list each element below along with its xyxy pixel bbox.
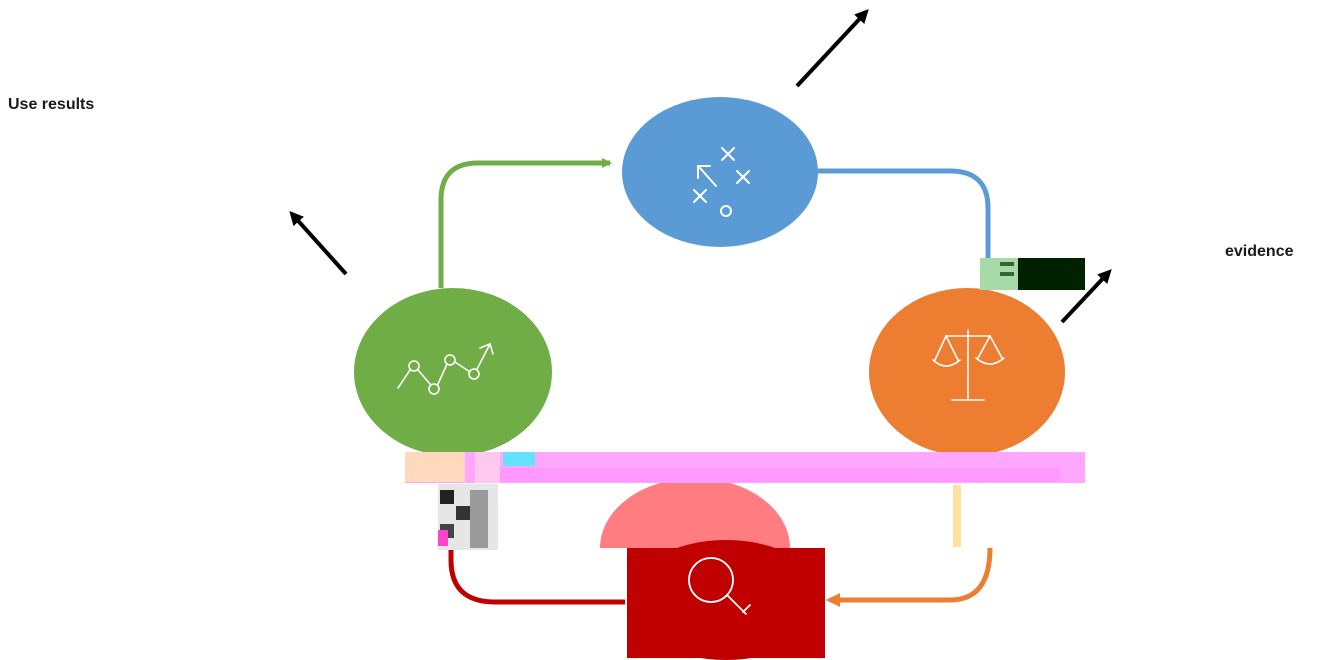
pointer-arrow-top bbox=[795, 9, 869, 88]
connector-results-to-plan bbox=[438, 158, 612, 288]
connector-evidence-to-inquire bbox=[826, 547, 993, 607]
trend-chart-icon bbox=[397, 342, 494, 395]
playbook-icon bbox=[693, 147, 750, 217]
scales-icon bbox=[932, 329, 1005, 401]
magnifier-icon bbox=[688, 557, 751, 615]
pointer-arrow-right bbox=[1060, 269, 1112, 324]
node-inquire bbox=[600, 478, 825, 660]
node-evidence bbox=[869, 288, 1065, 456]
node-results bbox=[354, 288, 552, 456]
pointer-arrow-left bbox=[289, 211, 348, 276]
connector-plan-to-evidence bbox=[818, 168, 994, 270]
rendering-artifact bbox=[405, 258, 1085, 550]
label-evidence: evidence bbox=[1225, 243, 1294, 260]
node-plan bbox=[622, 97, 818, 247]
connector-inquire-to-results bbox=[448, 545, 625, 605]
label-use-results: Use results bbox=[8, 96, 95, 113]
